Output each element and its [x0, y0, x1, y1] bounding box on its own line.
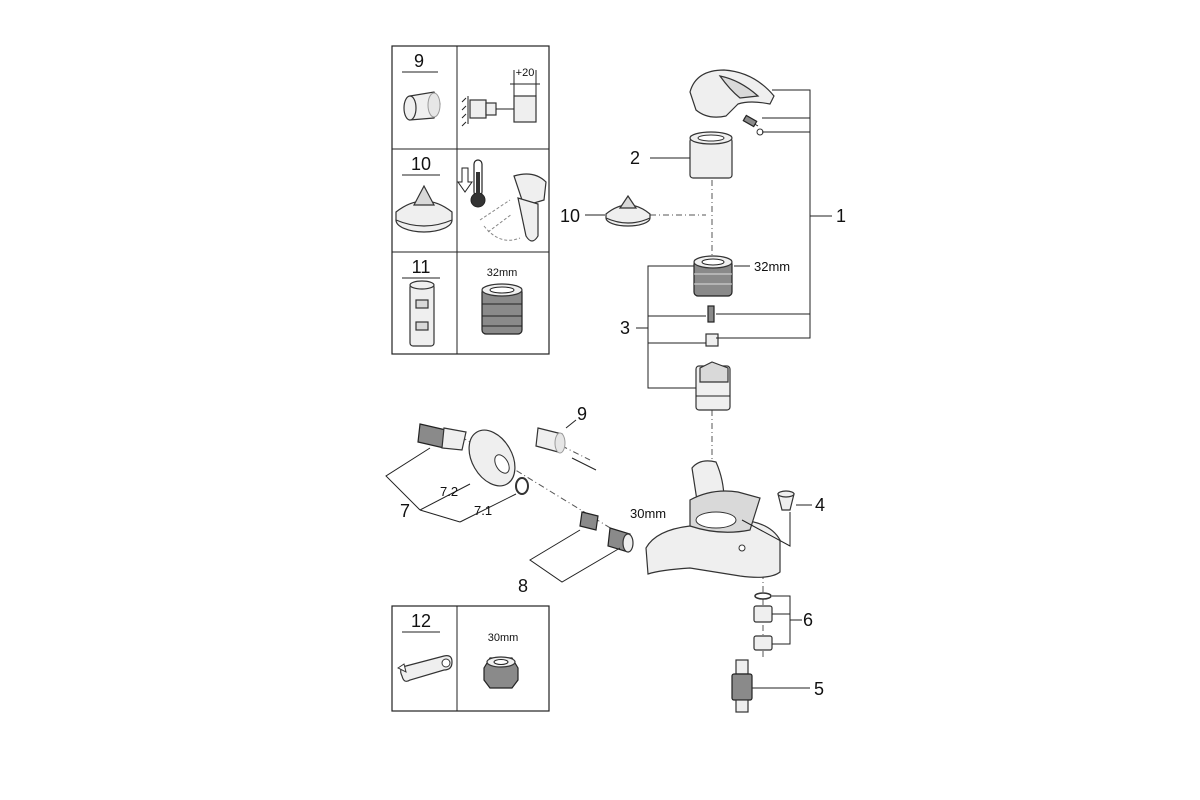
cartridge-dim: 32mm	[754, 259, 790, 274]
label-part-2: 2	[630, 148, 640, 168]
cover-sleeve	[689, 131, 733, 179]
aerator-parts	[753, 592, 773, 651]
diverter-insert	[731, 659, 753, 713]
socket-tool-image	[409, 280, 435, 347]
label-part-3: 3	[620, 318, 630, 338]
inset-row9-dim: +20	[516, 67, 535, 79]
label-part-8: 8	[518, 576, 528, 596]
label-part-7-1: 7.1	[474, 503, 492, 518]
label-part-7-2: 7.2	[440, 484, 458, 499]
inset-tool-box: 12 30mm	[391, 605, 550, 712]
label-part-5: 5	[814, 679, 824, 699]
inset-tool-number: 12	[411, 611, 431, 631]
extension-piece-image	[403, 91, 441, 121]
inset-parts-table: 9 +20 10	[391, 45, 550, 355]
side-extension	[535, 427, 566, 454]
cartridge-screw	[705, 305, 719, 347]
extension-icon: +20	[461, 67, 540, 127]
label-part-6: 6	[803, 610, 813, 630]
label-part-7: 7	[400, 501, 410, 521]
center-axis	[650, 180, 764, 660]
lever-limit-icon	[479, 173, 547, 242]
cartridge	[695, 361, 731, 411]
cartridge-nut-image	[481, 283, 523, 335]
s-union	[417, 423, 467, 451]
inset-row11-number: 11	[412, 257, 431, 277]
temperature-limiter-image	[395, 184, 453, 233]
cartridge-nut	[693, 255, 733, 297]
temperature-limiter	[605, 194, 651, 227]
wrench-icon	[397, 655, 453, 682]
label-part-1: 1	[836, 206, 846, 226]
nut-dim: 30mm	[630, 506, 666, 521]
mixer-body	[645, 460, 781, 578]
screw-cap	[777, 490, 795, 511]
inset-tool-dim: 30mm	[488, 632, 519, 644]
rosette	[468, 429, 516, 487]
nut-30mm-image	[483, 656, 519, 689]
thermometer-icon	[457, 159, 486, 208]
label-part-4: 4	[815, 495, 825, 515]
leader-lines	[385, 89, 832, 689]
washer	[515, 477, 529, 495]
inset-row9-number: 9	[414, 51, 424, 71]
inset-row10-number: 10	[411, 154, 431, 174]
label-part-10: 10	[560, 206, 580, 226]
connector-8	[579, 511, 634, 553]
lever-handle	[689, 69, 775, 136]
label-part-9: 9	[577, 404, 587, 424]
inset-row11-dim: 32mm	[487, 267, 518, 279]
